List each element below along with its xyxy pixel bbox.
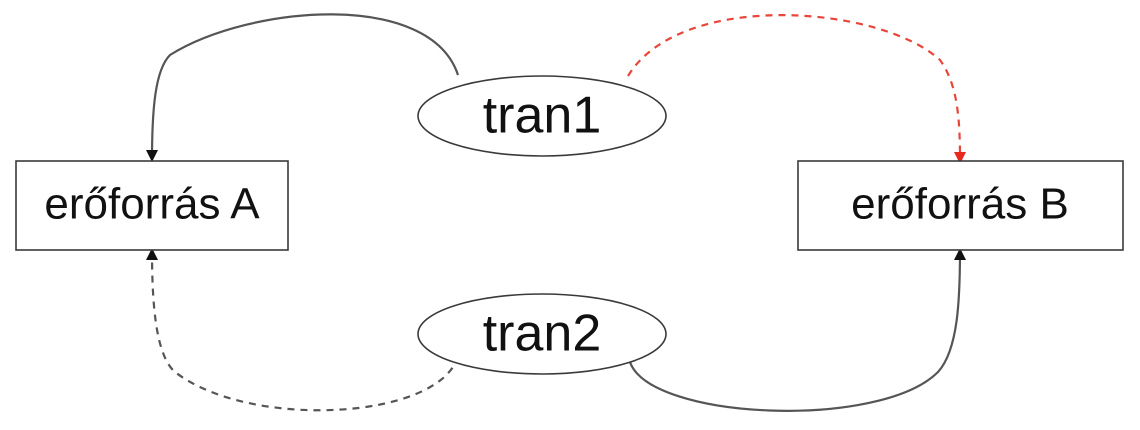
resource-a-label: erőforrás A [44,180,260,229]
tran2-node: tran2 [417,293,667,375]
resource-b-box [797,160,1124,251]
edge-tran1-to-resource-a [146,13,460,162]
tran1-node: tran1 [417,75,667,157]
edge-tran1-to-resource-b [627,14,966,164]
resource-a-node: erőforrás A [15,160,289,251]
tran2-ellipse [417,293,667,375]
resource-a-box [15,160,289,251]
tran2-label: tran2 [483,305,602,363]
resource-b-label: erőforrás B [851,180,1069,229]
edge-tran2-to-resource-b [628,248,966,412]
tran1-label: tran1 [483,87,602,145]
edge-tran2-to-resource-a [146,248,460,412]
tran1-ellipse [417,75,667,157]
resource-b-node: erőforrás B [797,160,1124,251]
